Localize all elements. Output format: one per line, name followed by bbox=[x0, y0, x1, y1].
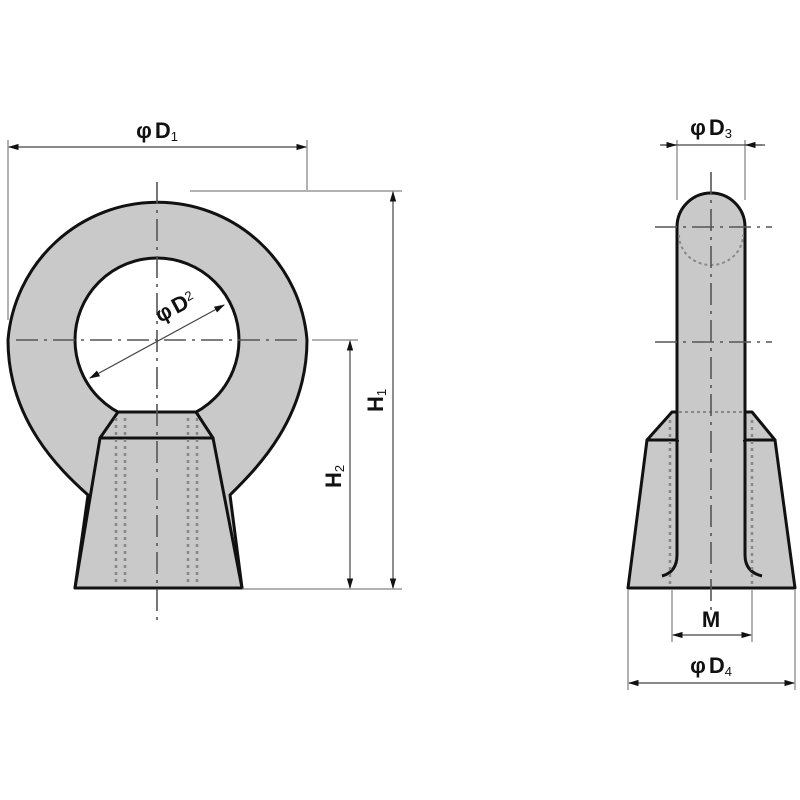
h2-label: H2 bbox=[321, 465, 347, 488]
nut-body bbox=[73, 436, 244, 590]
m-label: M bbox=[702, 607, 720, 632]
d2-dimension-line bbox=[89, 304, 225, 379]
shank-thread-edge bbox=[661, 440, 763, 578]
h1-label: H1 bbox=[363, 389, 389, 412]
